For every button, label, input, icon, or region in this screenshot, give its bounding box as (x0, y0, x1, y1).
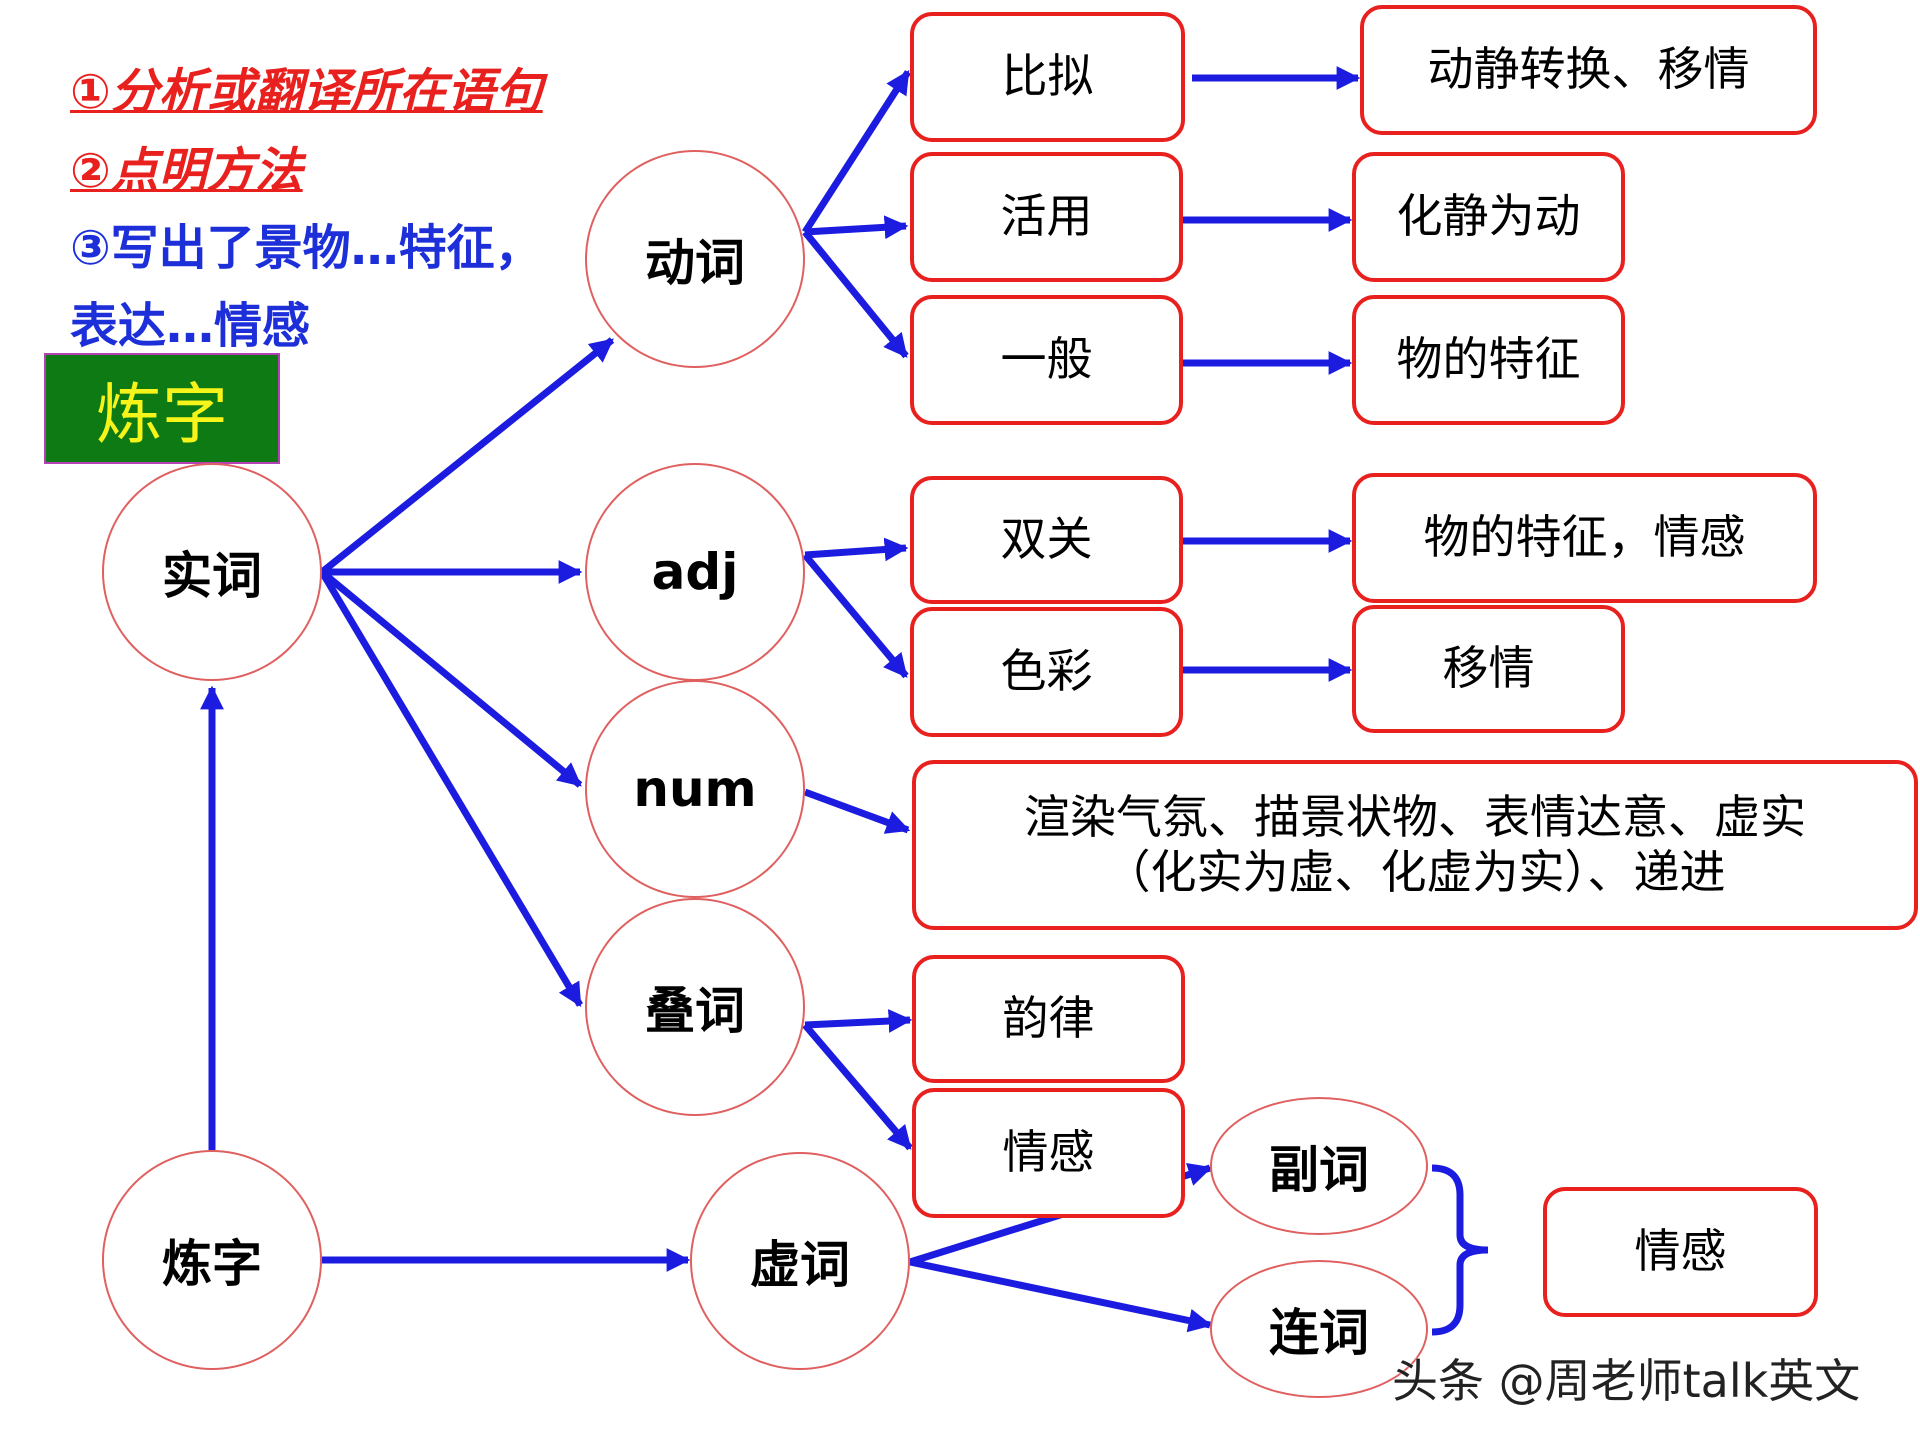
instruction-step-3: ③写出了景物…特征， (70, 220, 543, 276)
box-shuangguan: 双关 (910, 476, 1183, 604)
box-qinggan-xuci: 情感 (1543, 1187, 1818, 1317)
node-lianci: 连词 (1210, 1260, 1428, 1398)
arrow-num-to-numbox (803, 788, 911, 834)
watermark: 头条 @周老师talk英文 (1392, 1354, 1861, 1408)
node-root: 炼字 (102, 1150, 322, 1370)
box-huajing: 化静为动 (1352, 152, 1625, 282)
node-shici: 实词 (102, 463, 322, 681)
box-bini: 比拟 (910, 12, 1185, 142)
arrow-dongci-to-bini (802, 69, 911, 234)
box-huoyong: 活用 (910, 152, 1183, 282)
box-yunlv: 韵律 (912, 955, 1185, 1083)
box-num-effects: 渲染气氛、描景状物、表情达意、虚实 （化实为虚、化虚为实）、递进 (912, 760, 1918, 930)
box-qinggan: 情感 (912, 1088, 1185, 1218)
arrow-adj-to-shuangguan (804, 537, 909, 562)
box-yiban: 一般 (910, 295, 1183, 425)
num-effects-line-2: （化实为虚、化虚为实）、递进 (1104, 845, 1726, 899)
node-xuci: 虚词 (690, 1152, 910, 1370)
node-adj: adj (585, 463, 805, 681)
arrow-dieci-to-yunlv (804, 1009, 913, 1033)
instruction-step-1: ①分析或翻译所在语句 (70, 64, 543, 120)
box-dongjing: 动静转换、移情 (1360, 5, 1817, 135)
arrow-shici-to-dieci (318, 570, 584, 1008)
instruction-step-2: ②点明方法 (70, 143, 303, 199)
brace (1431, 1164, 1489, 1336)
box-secai: 色彩 (910, 607, 1183, 737)
arrow-xuci-to-lianci (909, 1258, 1213, 1333)
arrow-dongci-to-huoyong (804, 215, 909, 240)
num-effects-line-1: 渲染气氛、描景状物、表情达意、虚实 (1024, 789, 1806, 844)
arrow-dongci-to-yiban (802, 229, 909, 359)
box-wude-2: 物的特征，情感 (1352, 473, 1817, 603)
box-yiqing: 移情 (1352, 605, 1625, 733)
box-wude-1: 物的特征 (1352, 295, 1625, 425)
node-dieci: 叠词 (585, 898, 805, 1116)
arrow-shici-to-num (319, 569, 583, 788)
node-dongci: 动词 (585, 150, 805, 368)
node-num: num (585, 680, 805, 898)
title-badge: 炼字 (44, 353, 280, 464)
node-fuci: 副词 (1210, 1097, 1428, 1235)
arrow-shici-to-dongci (319, 337, 615, 575)
arrow-adj-to-secai (802, 552, 909, 679)
instruction-step-3-cont: 表达…情感 (70, 298, 311, 354)
arrow-dieci-to-qinggan (802, 1022, 913, 1151)
